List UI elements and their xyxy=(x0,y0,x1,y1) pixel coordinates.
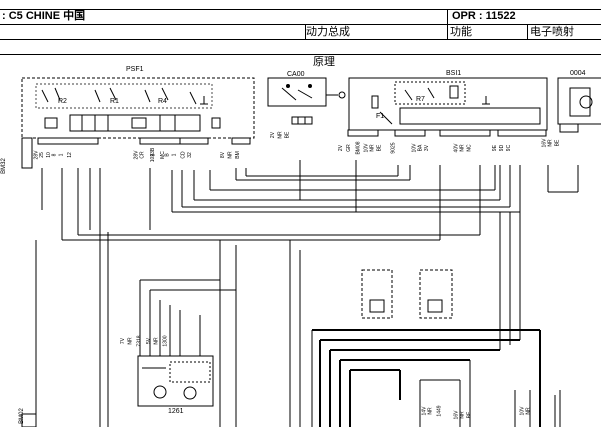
header-model: : C5 CHINE 中国 xyxy=(2,10,86,22)
wire-label-psf1-right: 9 xyxy=(150,153,157,157)
wire-label-psf1-mid: 28V xyxy=(133,150,140,160)
wire-label-m1261-pins: NR xyxy=(127,337,134,345)
wire-label-psf1-right: 1 xyxy=(171,153,178,157)
wire-label-c0004-pins: BE xyxy=(554,139,561,147)
wire-label-lower-mid: NR xyxy=(427,407,434,415)
wire-label-lower-rr: NR xyxy=(525,407,532,415)
label-1261: 1261 xyxy=(168,408,184,415)
header-rule-3 xyxy=(0,54,601,55)
wire-label-ca00-pins: BE xyxy=(284,131,291,139)
label-bsi1: BSI1 xyxy=(446,70,462,77)
ca00-box xyxy=(267,77,327,107)
header-rule-2 xyxy=(0,39,601,40)
header-opr: OPR : 11522 xyxy=(452,10,516,22)
wire-label-psf1-right: 32 xyxy=(186,152,193,158)
mid-module-1 xyxy=(361,269,393,319)
wire-label-m1261-pins2: NR xyxy=(153,337,160,345)
wire-label-psf1-left: 12 xyxy=(66,152,73,158)
header-rule-1 xyxy=(0,24,601,25)
wire-label-psf1-right: CD xyxy=(180,151,187,159)
wire-label-bsi1-mid: 10V xyxy=(363,143,370,153)
header-function-value: 电子喷射 xyxy=(530,26,574,38)
header-rule-top xyxy=(0,9,601,10)
label-bm32: BM32 xyxy=(0,158,7,174)
wire-label-bsi1-r2: BA xyxy=(417,144,424,152)
wire-label-bsi1-r2: 3V xyxy=(424,144,431,152)
c0004-box xyxy=(557,77,601,125)
wire-label-bsi1-mid: BE xyxy=(376,144,383,152)
wire-label-bsi1-r4: 9D xyxy=(499,144,506,152)
wire-label-bsi1-left: GR xyxy=(345,144,352,152)
wire-label-psf1-far: NR xyxy=(227,151,234,159)
wire-label-bsi1-r1: 9025 xyxy=(390,142,397,154)
wire-label-bsi1-r3: NC xyxy=(466,144,473,152)
wire-label-psf1-left: 1 xyxy=(58,153,65,157)
psf1-box xyxy=(21,77,255,139)
wire-label-bsi1-r3: 40V xyxy=(453,143,460,153)
label-ca00: CA00 xyxy=(287,71,305,78)
wire-label-m1261-pins2: 1300 xyxy=(162,335,169,347)
wire-label-psf1-far: BM xyxy=(234,151,241,159)
label-psf1: PSF1 xyxy=(126,66,144,73)
wire-label-bsi1-mid: NR xyxy=(369,144,376,152)
wire-label-bsi1-left: 2V xyxy=(338,144,345,152)
wire-label-psf1-right: B xyxy=(164,153,171,157)
relay-f1: F1 xyxy=(376,113,385,120)
wire-label-lower-mid: 14V xyxy=(421,406,428,416)
header-divider-3 xyxy=(527,24,528,39)
mid-module-2 xyxy=(419,269,453,319)
wire-label-psf1-far: 8V xyxy=(220,151,227,159)
header-category: 动力总成 xyxy=(306,26,350,38)
wire-label-psf1-left: 8 xyxy=(51,153,58,157)
relay-r1: R1 xyxy=(110,98,119,105)
section-title: 原理 xyxy=(313,56,335,68)
label-bm02: BM02 xyxy=(18,408,25,424)
wire-label-m1261-pins: 7V xyxy=(120,337,127,345)
wire-label-c0004-pins: 16V xyxy=(541,138,548,148)
wire-label-ca00-pins: NR xyxy=(277,131,284,139)
label-c0004: 0004 xyxy=(570,70,586,77)
relay-r7: R7 xyxy=(416,96,425,103)
m1261-box xyxy=(137,355,214,407)
wire-label-psf1-left: 25 xyxy=(38,152,45,158)
wire-label-bsi1-r4: 9E xyxy=(492,144,499,152)
wire-label-lower-r: NR xyxy=(459,411,466,419)
wire-label-lower-r: 16V xyxy=(453,410,460,420)
wire-label-lower-rr: 10V xyxy=(519,406,526,416)
wire-label-m1261-pins: 7318 xyxy=(136,335,143,347)
wire-label-m1261-pins2: 5V xyxy=(146,337,153,345)
wire-label-ca00-pins: 2V xyxy=(270,131,277,139)
relay-r4: R4 xyxy=(158,98,167,105)
wire-label-lower-mid: 1449 xyxy=(436,405,443,417)
wire-label-bsi1-left: BM08 xyxy=(355,141,362,155)
wire-label-bsi1-r4: 9C xyxy=(506,144,513,152)
wire-label-bsi1-r3: NR xyxy=(459,144,466,152)
wire-label-c0004-pins: NR xyxy=(547,139,554,147)
header-divider-1 xyxy=(305,24,306,39)
relay-r2: R2 xyxy=(58,98,67,105)
wire-label-psf1-mid: CR xyxy=(139,151,146,159)
wire-label-lower-r: BE xyxy=(466,411,473,419)
header-function-label: 功能 xyxy=(450,26,472,38)
header-divider-2 xyxy=(447,9,448,39)
